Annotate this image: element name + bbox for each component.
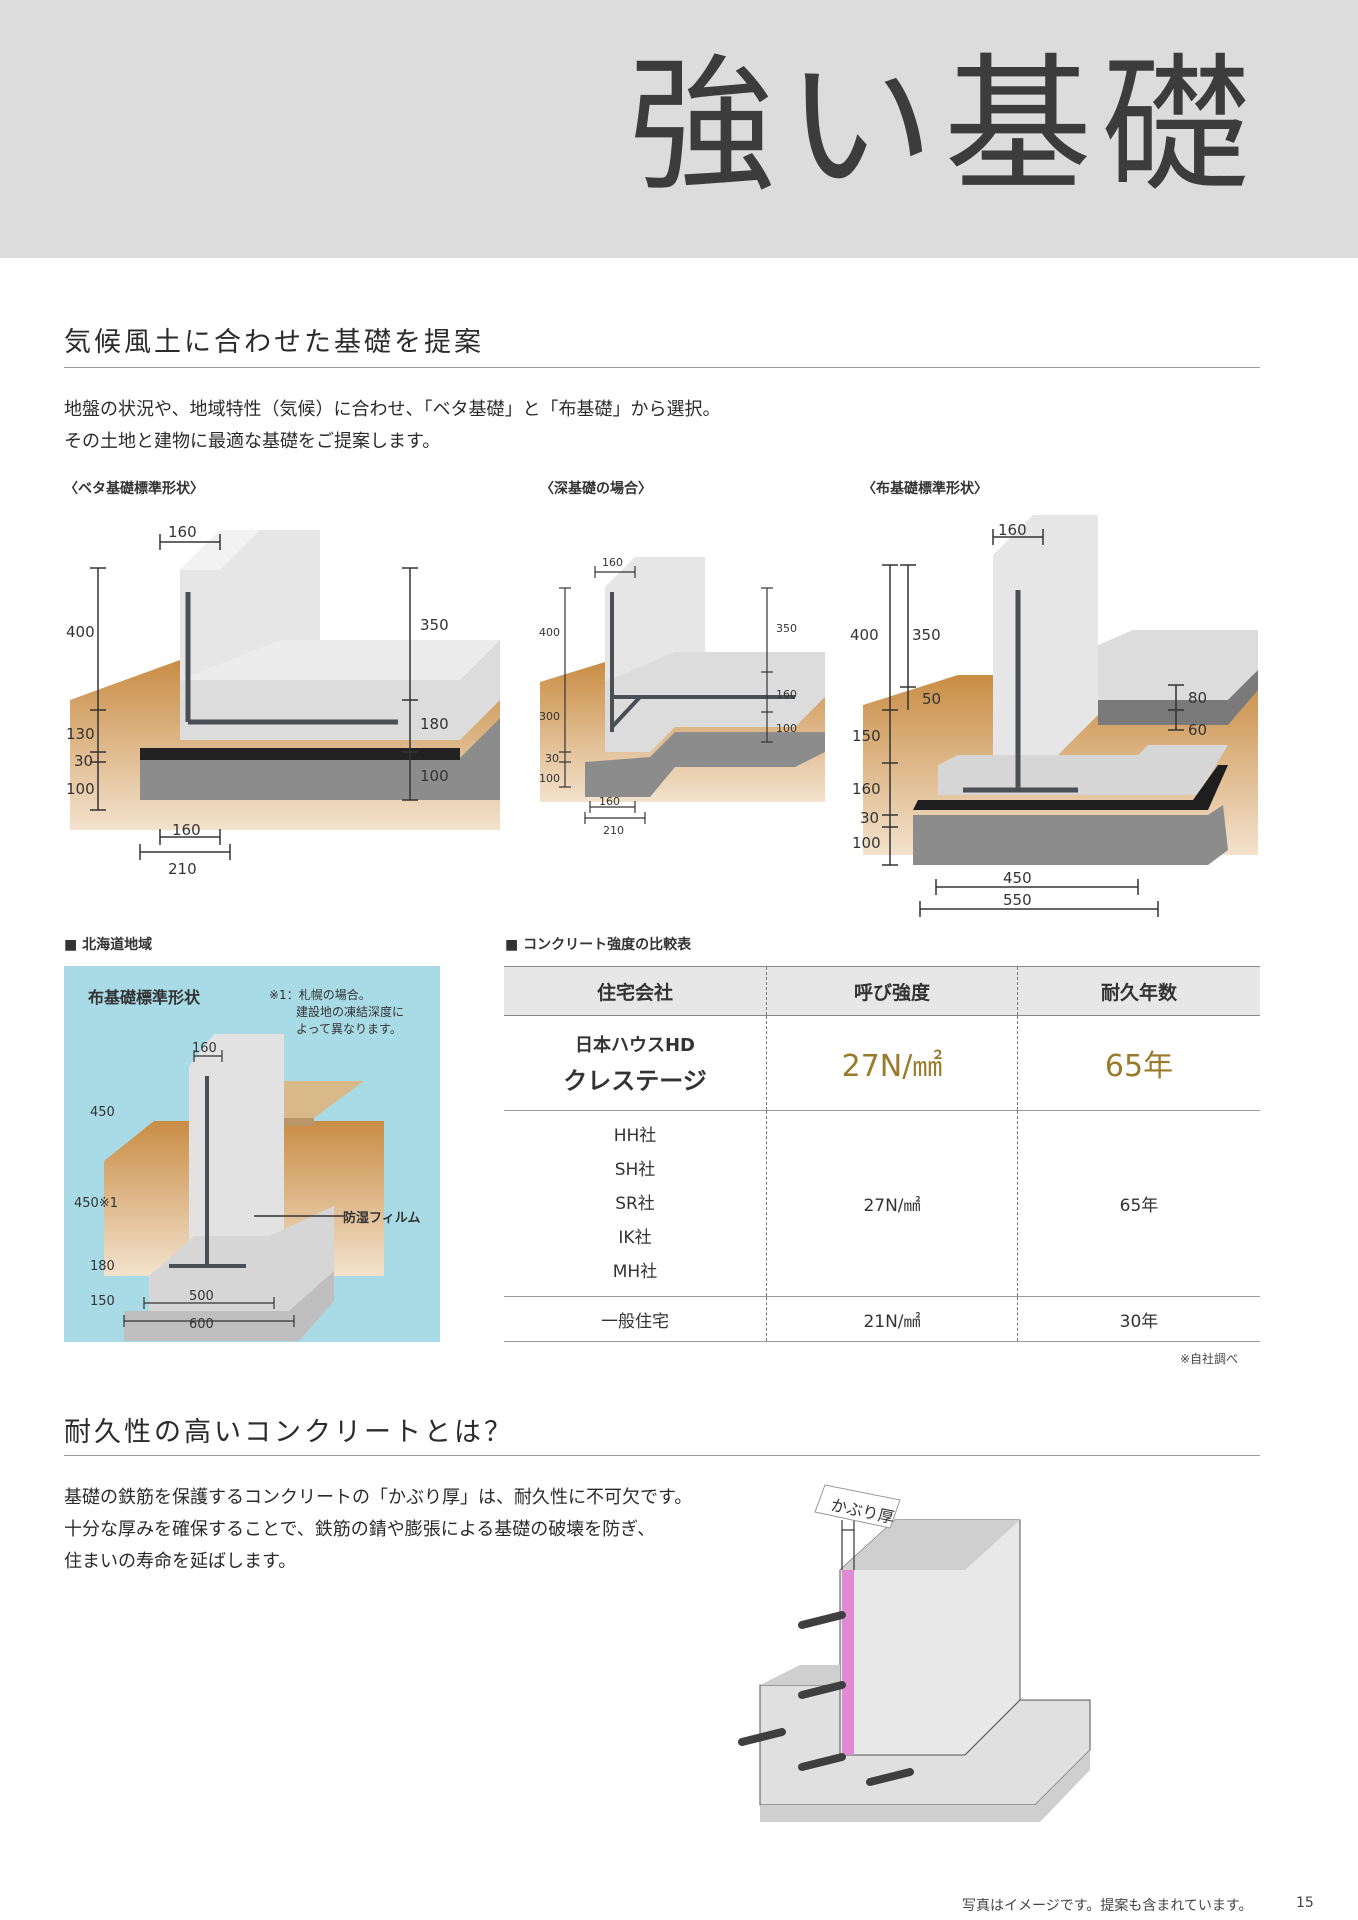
concrete-strength-table: 住宅会社 呼び強度 耐久年数 日本ハウスHD クレステージ 27N/㎟ 65年 … [504,966,1260,1342]
note-line: 建設地の凍結深度に [296,1004,404,1019]
hokkaido-diagram: 布基礎標準形状 ※1：札幌の場合。 建設地の凍結深度に よって異なります。 防湿… [64,966,440,1342]
company-list-cell: HH社 SH社 SR社 IK社 MH社 [504,1110,767,1297]
company-name: SR社 [615,1193,655,1214]
dim-label: 80 [1188,689,1207,707]
years-cell: 65年 [1017,1110,1260,1297]
dim-label: 600 [189,1317,214,1332]
dim-label: 50 [922,690,941,708]
dim-label: 100 [66,780,95,798]
dim-label: 160 [602,556,623,569]
beta-foundation-diagram: 160 400 130 30 100 350 180 100 160 210 [66,523,500,878]
caption-hokkaido: ■ 北海道地域 [64,937,153,953]
caption-deep: 〈深基礎の場合〉 [540,481,652,497]
dim-label: 30 [545,752,559,765]
body-line: 十分な厚みを確保することで、鉄筋の錆や膨張による基礎の破壊を防ぎ、 [64,1519,656,1540]
caption-nuno: 〈布基礎標準形状〉 [862,481,988,497]
company-name: IK社 [618,1227,652,1248]
section2-body: 基礎の鉄筋を保護するコンクリートの「かぶり厚」は、耐久性に不可欠です。 十分な厚… [64,1482,692,1578]
dim-label: 210 [168,860,197,878]
note-line: よって異なります。 [296,1022,402,1036]
years-cell: 30年 [1017,1296,1260,1342]
film-label: 防湿フィルム [343,1210,420,1226]
table-row-highlight: 日本ハウスHD クレステージ 27N/㎟ 65年 [504,1015,1260,1111]
rebar-ends [738,1611,914,1786]
footer-note: 写真はイメージです。提案も含まれています。 [962,1898,1253,1914]
note-line: ※1：札幌の場合。 [269,987,371,1002]
dim-label: 500 [189,1289,214,1304]
body-line: 地盤の状況や、地域特性（気候）に合わせ、「ベタ基礎」と「布基礎」から選択。 [64,399,721,420]
table-row-general: 一般住宅 21N/㎟ 30年 [504,1296,1260,1342]
dim-label: 450※1 [74,1196,118,1211]
company-name: SH社 [614,1159,656,1180]
dim-label: 60 [1188,721,1207,739]
dim-label: 160 [172,821,201,839]
dim-label: 160 [168,523,197,541]
cover-thickness-diagram: かぶり厚 [738,1484,1091,1822]
section-rule [64,367,1260,368]
section-heading-durability: 耐久性の高いコンクリートとは？ [64,1417,514,1448]
company-name-line1: 日本ハウスHD [574,1034,695,1056]
company-name: HH社 [613,1125,657,1146]
page-number: 15 [1296,1895,1314,1911]
dim-label: 160 [852,780,881,798]
header-years: 耐久年数 [1017,966,1260,1016]
company-name-line2: クレステージ [563,1066,707,1095]
strength-cell: 27N/㎟ [766,1015,1018,1111]
dim-label: 150 [90,1294,115,1309]
body-line: 住まいの寿命を延ばします。 [64,1551,297,1572]
header-company: 住宅会社 [504,966,767,1016]
dim-label: 100 [852,834,881,852]
dim-label: 300 [539,710,560,723]
dim-label: 350 [420,616,449,634]
section-rule [64,1455,1260,1456]
section-heading-foundation: 気候風土に合わせた基礎を提案 [64,327,484,358]
dim-label: 180 [420,715,449,733]
years-cell: 65年 [1017,1015,1260,1111]
dim-label: 100 [420,767,449,785]
company-name: MH社 [612,1261,658,1282]
dim-label: 210 [603,824,624,837]
dim-label: 400 [539,626,560,639]
dim-label: 400 [66,623,95,641]
strength-cell: 27N/㎟ [766,1110,1018,1297]
dim-label: 350 [912,626,941,644]
dim-label: 160 [998,521,1027,539]
panel-title: 布基礎標準形状 [88,988,201,1007]
table-row-others: HH社 SH社 SR社 IK社 MH社 27N/㎟ 65年 [504,1110,1260,1297]
dim-label: 30 [74,752,93,770]
company-cell: 一般住宅 [504,1296,767,1342]
header-strength: 呼び強度 [766,966,1018,1016]
cover-thickness-highlight [842,1570,854,1755]
dim-label: 160 [192,1041,217,1056]
body-line: 基礎の鉄筋を保護するコンクリートの「かぶり厚」は、耐久性に不可欠です。 [64,1487,693,1508]
section-body: 地盤の状況や、地域特性（気候）に合わせ、「ベタ基礎」と「布基礎」から選択。 その… [64,394,720,458]
company-cell: 日本ハウスHD クレステージ [504,1015,767,1111]
strength-cell: 21N/㎟ [766,1296,1018,1342]
dim-label: 100 [539,772,560,785]
dim-label: 450 [1003,869,1032,887]
caption-beta: 〈ベタ基礎標準形状〉 [64,481,204,497]
deep-foundation-diagram: 160 400 300 30 100 350 160 100 160 210 [539,556,825,837]
table-note: ※自社調べ [1180,1352,1239,1366]
dim-label: 150 [852,727,881,745]
dim-label: 550 [1003,891,1032,909]
caption-table: ■ コンクリート強度の比較表 [505,937,692,953]
dim-label: 160 [599,795,620,808]
body-line: その土地と建物に最適な基礎をご提案します。 [64,431,441,452]
header-band [0,0,1358,258]
table-header-row: 住宅会社 呼び強度 耐久年数 [504,966,1260,1016]
dim-label: 100 [776,722,797,735]
page-title: 強い基礎 [628,40,1260,212]
dim-label: 30 [860,809,879,827]
dim-label: 160 [776,688,797,701]
nuno-foundation-diagram: 160 400 350 50 150 160 30 100 80 60 450 … [850,515,1258,917]
dim-label: 130 [66,725,95,743]
dim-label: 350 [776,622,797,635]
dim-label: 450 [90,1105,115,1120]
dim-label: 400 [850,626,879,644]
dim-label: 180 [90,1259,115,1274]
